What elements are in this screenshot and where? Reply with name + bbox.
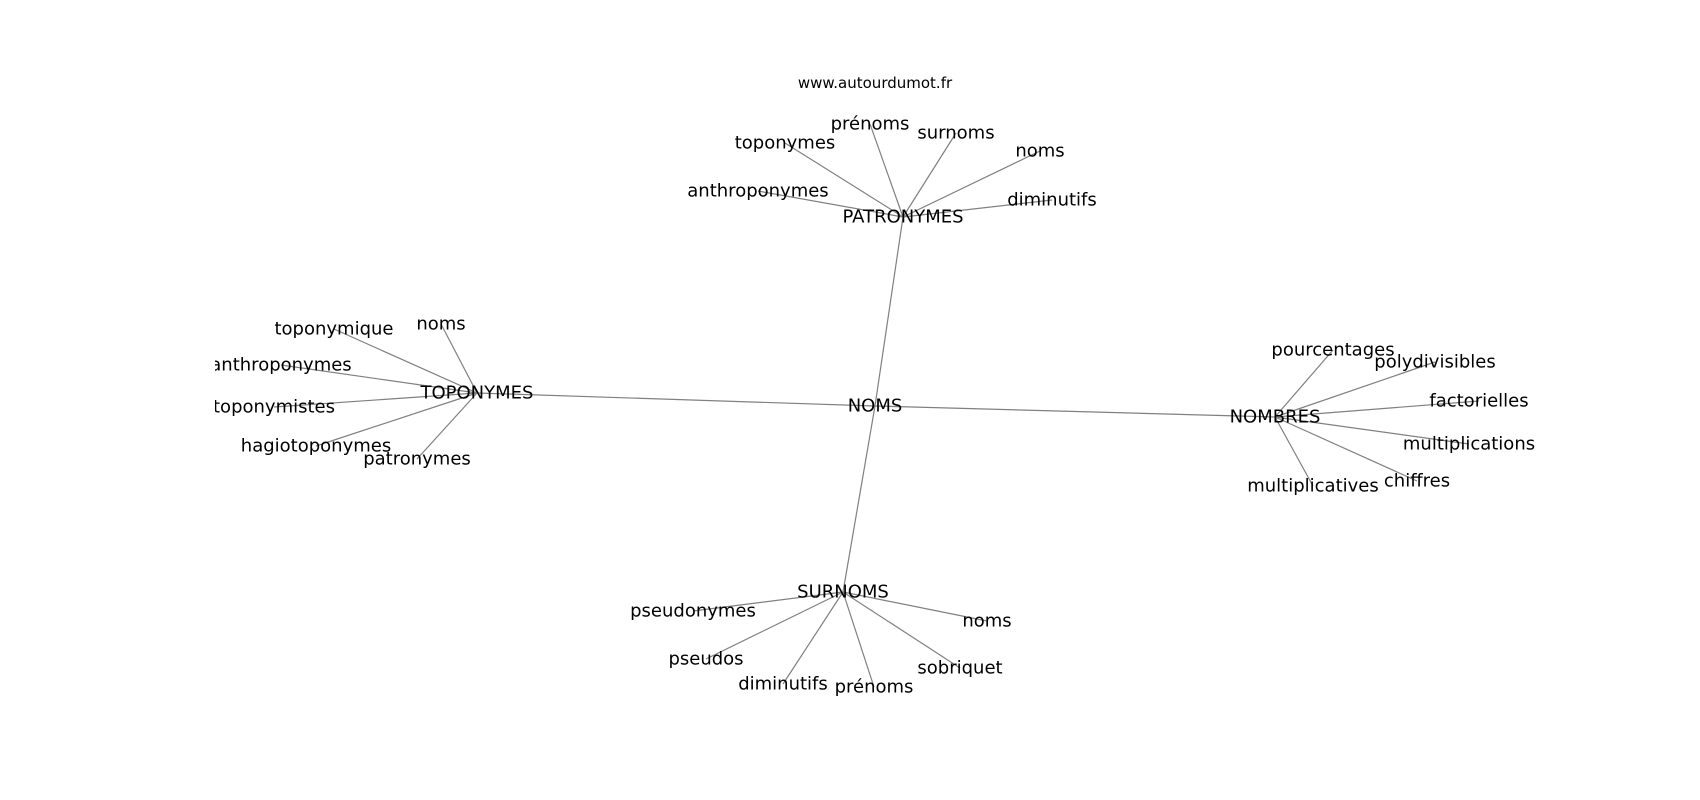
leaf-node-label[interactable]: patronymes bbox=[363, 449, 471, 470]
edge-patronymes-leaf bbox=[902, 150, 1041, 218]
edge-toponymes-leaf bbox=[315, 392, 478, 447]
center-node-label[interactable]: NOMS bbox=[848, 396, 903, 417]
edge-nombres-leaf bbox=[1274, 416, 1314, 487]
edge-patronymes-leaf bbox=[902, 199, 1053, 218]
leaf-node-label[interactable]: pourcentages bbox=[1271, 340, 1394, 361]
leaf-node-label[interactable]: pseudonymes bbox=[630, 601, 756, 622]
edge-center-patronymes bbox=[874, 216, 904, 407]
cluster-node-label-nombres[interactable]: NOMBRES bbox=[1230, 407, 1321, 428]
leaf-node-label[interactable]: pseudos bbox=[668, 649, 743, 670]
leaf-node-label[interactable]: surnoms bbox=[917, 123, 994, 144]
leaf-node-label[interactable]: multiplicatives bbox=[1247, 476, 1379, 497]
edge-nombres-leaf bbox=[1274, 361, 1436, 418]
source-url[interactable]: www.autourdumot.fr bbox=[798, 74, 953, 92]
edge-toponymes-leaf bbox=[333, 328, 478, 394]
edge-toponymes-leaf bbox=[440, 323, 478, 394]
leaf-node-label[interactable]: noms bbox=[416, 314, 465, 335]
edge-surnoms-leaf bbox=[842, 591, 961, 669]
leaf-node-label[interactable]: diminutifs bbox=[1007, 190, 1097, 211]
edge-center-nombres bbox=[874, 405, 1276, 418]
leaf-node-label[interactable]: polydivisibles bbox=[1374, 352, 1495, 373]
leaf-node-label[interactable]: factorielles bbox=[1429, 391, 1528, 412]
leaf-node-label[interactable]: anthroponymes bbox=[210, 355, 352, 376]
leaf-node-label[interactable]: diminutifs bbox=[738, 674, 828, 695]
edge-nombres-leaf bbox=[1274, 400, 1480, 418]
leaf-node-label[interactable]: toponymes bbox=[735, 133, 836, 154]
edge-center-surnoms bbox=[842, 405, 876, 593]
edge-surnoms-leaf bbox=[705, 591, 844, 660]
edge-nombres-leaf bbox=[1274, 416, 1470, 445]
cluster-node-label-toponymes[interactable]: TOPONYMES bbox=[420, 383, 534, 404]
edge-surnoms-leaf bbox=[842, 591, 875, 688]
cluster-node-label-patronymes[interactable]: PATRONYMES bbox=[842, 207, 963, 228]
cluster-node-label-surnoms[interactable]: SURNOMS bbox=[797, 582, 889, 603]
edge-nombres-leaf bbox=[1274, 349, 1334, 418]
leaf-node-label[interactable]: noms bbox=[962, 611, 1011, 632]
leaf-node-label[interactable]: multiplications bbox=[1403, 434, 1535, 455]
leaf-node-label[interactable]: toponymistes bbox=[213, 397, 335, 418]
leaf-node-label[interactable]: anthroponymes bbox=[687, 181, 828, 202]
node-labels: NOMS prénoms surnoms toponymes noms anthropon… bbox=[210, 114, 1535, 698]
leaf-node-label[interactable]: toponymique bbox=[274, 319, 393, 340]
edge-nombres-leaf bbox=[1274, 416, 1418, 482]
edge-toponymes-leaf bbox=[280, 364, 478, 394]
edge-center-toponymes bbox=[476, 392, 876, 407]
edge-patronymes-leaf bbox=[757, 190, 904, 218]
leaf-node-label[interactable]: prénoms bbox=[835, 677, 914, 698]
edge-toponymes-leaf bbox=[273, 392, 478, 408]
leaf-node-label[interactable]: noms bbox=[1015, 141, 1064, 162]
edge-patronymes-leaf bbox=[869, 123, 904, 218]
leaf-node-label[interactable]: hagiotoponymes bbox=[241, 436, 391, 457]
leaf-node-label[interactable]: prénoms bbox=[831, 114, 910, 135]
edge-patronymes-leaf bbox=[784, 142, 904, 218]
edges bbox=[273, 123, 1480, 688]
edge-toponymes-leaf bbox=[416, 392, 478, 460]
leaf-node-label[interactable]: chiffres bbox=[1384, 471, 1450, 492]
edge-patronymes-leaf bbox=[902, 132, 957, 218]
edge-surnoms-leaf bbox=[842, 591, 988, 622]
leaf-node-label[interactable]: sobriquet bbox=[917, 658, 1002, 679]
edge-surnoms-leaf bbox=[782, 591, 844, 685]
edge-surnoms-leaf bbox=[692, 591, 844, 612]
